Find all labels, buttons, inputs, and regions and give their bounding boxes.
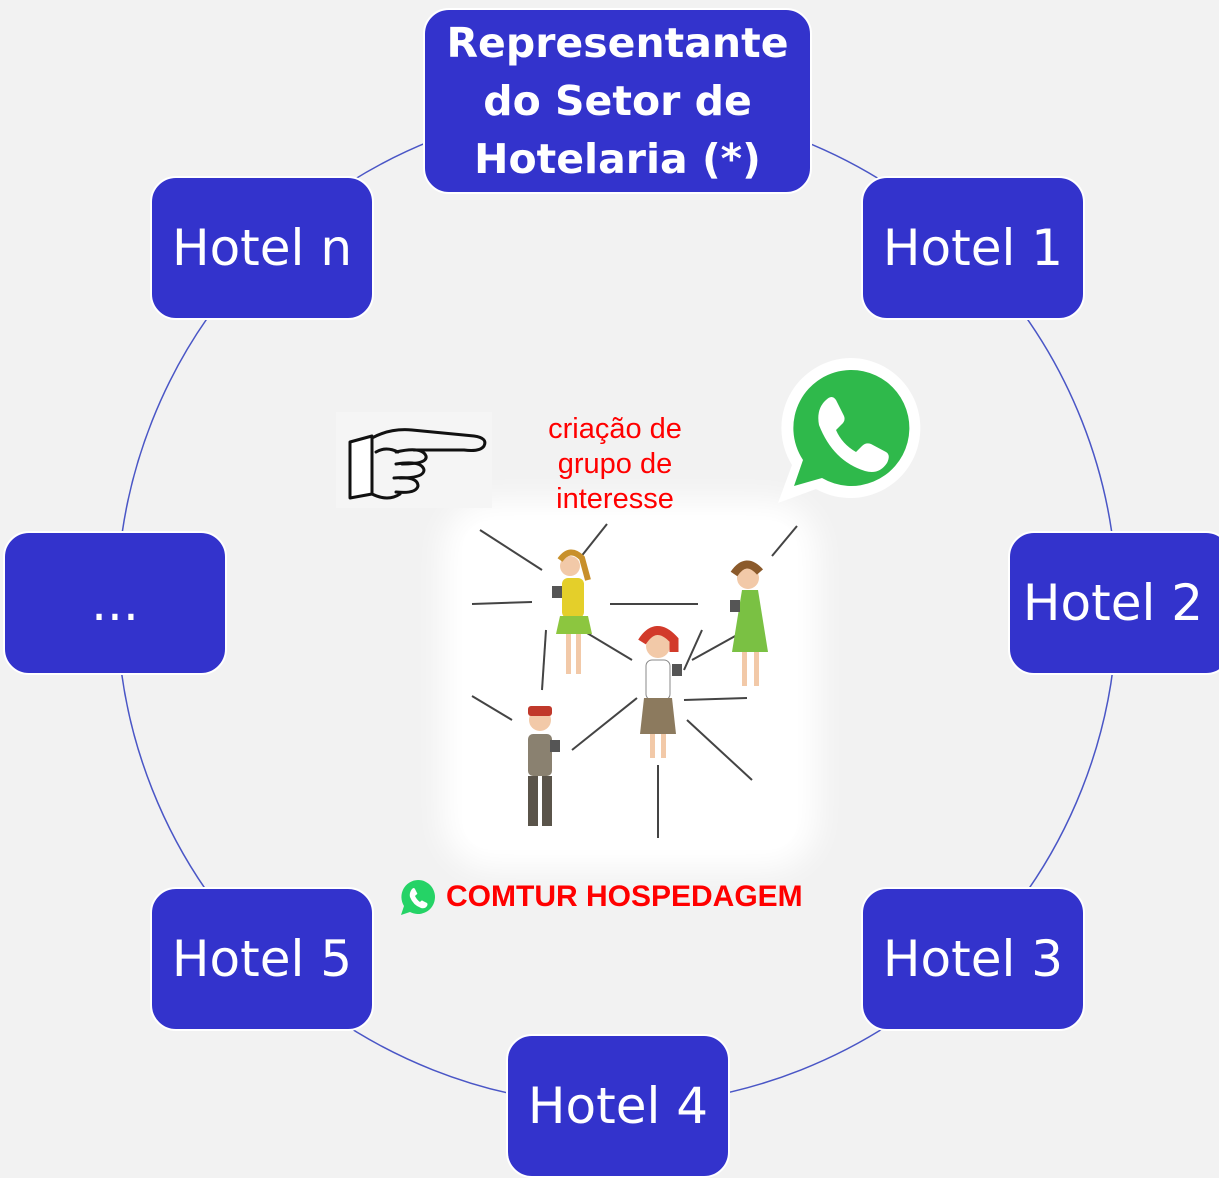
node-hotel-5: Hotel 5 xyxy=(150,887,374,1031)
group-name: COMTUR HOSPEDAGEM xyxy=(446,880,803,913)
group-label: COMTUR HOSPEDAGEM xyxy=(398,876,803,918)
node-hotel-1: Hotel 1 xyxy=(861,176,1085,320)
node-hotel-n: Hotel n xyxy=(150,176,374,320)
node-hotel-2: Hotel 2 xyxy=(1008,531,1219,675)
people-network-illustration xyxy=(462,520,798,850)
pointing-hand-icon xyxy=(336,412,492,508)
center-node-representative: Representante do Setor de Hotelaria (*) xyxy=(423,8,812,194)
whatsapp-icon xyxy=(770,350,930,510)
node-hotel-3: Hotel 3 xyxy=(861,887,1085,1031)
node-hotel-4: Hotel 4 xyxy=(506,1034,730,1178)
whatsapp-small-icon xyxy=(401,880,435,915)
caption: criação de grupo de interesse xyxy=(548,413,682,515)
node-ellipsis: ... xyxy=(3,531,227,675)
